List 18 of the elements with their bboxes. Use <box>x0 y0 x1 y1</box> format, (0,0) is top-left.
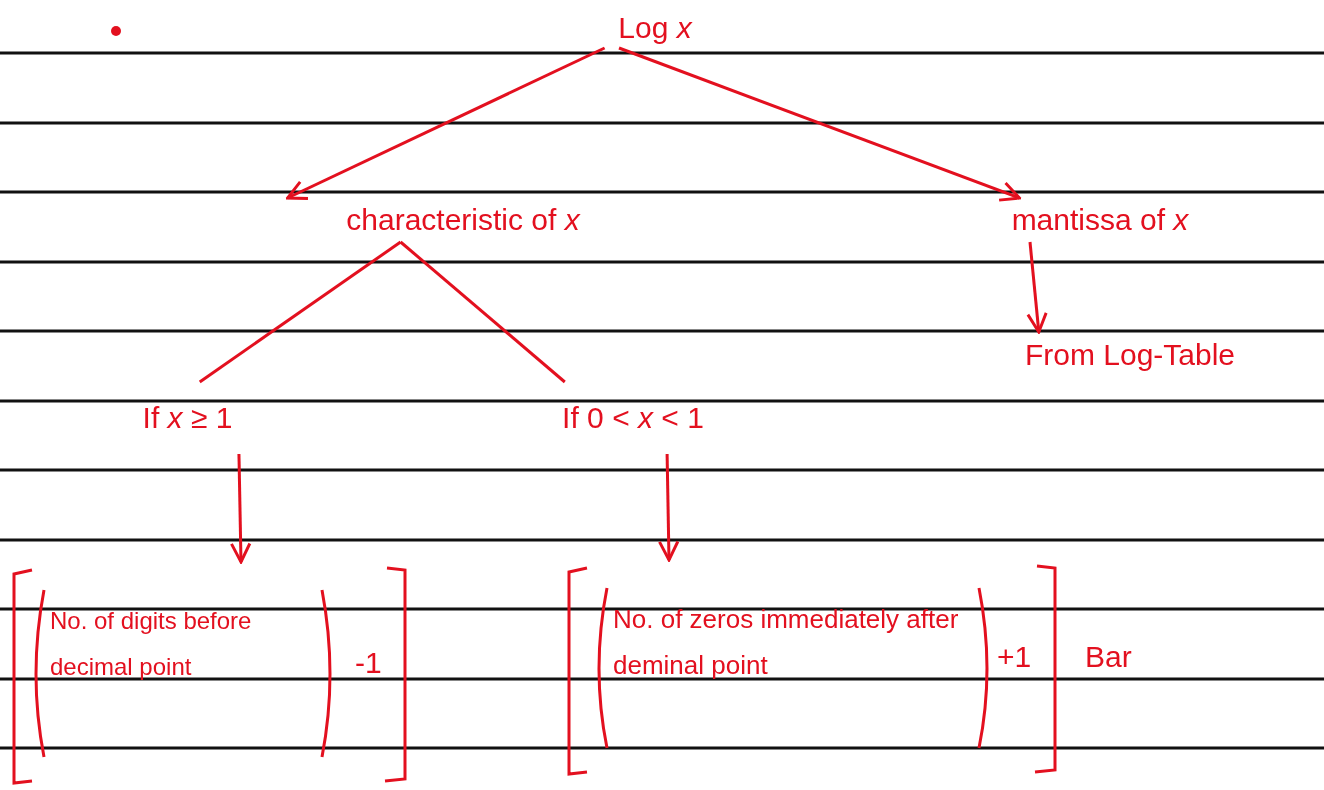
handwritten-label: +1 <box>997 639 1032 675</box>
handwritten-label: No. of zeros immediately after deminal point <box>613 603 960 682</box>
arrow <box>1026 241 1048 334</box>
handwritten-label: If 0 < x < 1 <box>561 400 705 436</box>
branch-line <box>399 240 566 384</box>
arrow <box>286 46 606 200</box>
handwritten-label: From Log-Table <box>1023 337 1237 373</box>
branch-line <box>198 240 402 384</box>
handwritten-label: Log x <box>617 10 694 46</box>
handwritten-label: If x ≥ 1 <box>141 400 234 436</box>
handwritten-label: characteristic of x <box>345 202 582 238</box>
handwritten-label: mantissa of x <box>1010 202 1190 238</box>
handwritten-label: No. of digits before decimal point <box>50 606 253 682</box>
arrow <box>658 453 680 562</box>
arrow <box>230 453 252 564</box>
handwritten-label: -1 <box>355 644 382 681</box>
side-note: Bar <box>1085 639 1132 675</box>
arrow <box>618 46 1021 202</box>
